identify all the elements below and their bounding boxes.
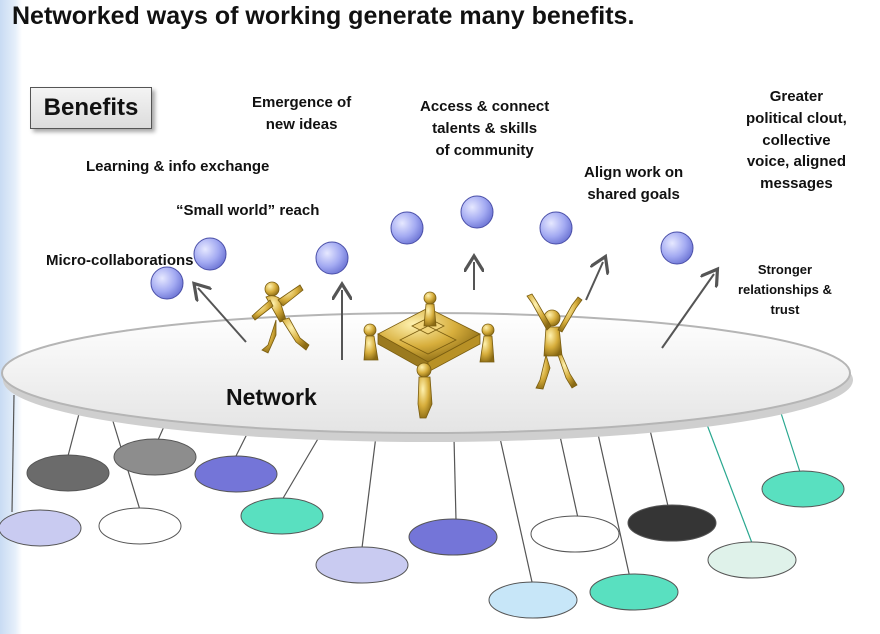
member-oval <box>315 546 409 584</box>
member-oval <box>26 454 110 492</box>
benefit-bubble <box>315 241 349 275</box>
member-oval <box>761 470 845 508</box>
label-political-clout: Greater political clout, collective voic… <box>746 88 847 192</box>
member-oval <box>589 573 679 611</box>
connector-line <box>597 433 631 579</box>
connector-line <box>559 435 579 519</box>
arrow <box>661 274 714 349</box>
side-gradient-strip <box>0 0 22 634</box>
label-align-work: Align work on shared goals <box>584 164 684 203</box>
member-oval <box>707 541 797 579</box>
label-stronger-relationships: Stronger relationships & trust <box>738 262 832 318</box>
label-access-talents: Access & connect talents & skills of com… <box>420 98 550 159</box>
gold-figures-puzzle-group <box>363 291 495 419</box>
arrow <box>585 262 603 301</box>
benefits-heading-box: Benefits <box>30 87 152 129</box>
benefit-bubble <box>539 211 573 245</box>
arrow <box>198 288 247 343</box>
benefit-bubble <box>460 195 494 229</box>
benefit-arrows <box>198 262 714 360</box>
label-learning-info-exchange: Learning & info exchange <box>86 158 270 175</box>
label-emergence-new-ideas: Emergence of new ideas <box>252 94 352 133</box>
benefit-bubble <box>390 211 424 245</box>
benefit-bubble <box>193 237 227 271</box>
connector-line <box>779 409 801 473</box>
benefits-heading: Benefits <box>43 94 139 121</box>
connector-line <box>11 394 15 513</box>
member-oval <box>98 507 182 545</box>
connector-line <box>67 409 81 457</box>
connector-line <box>499 437 533 583</box>
network-label: Network <box>226 384 317 410</box>
member-oval <box>488 581 578 619</box>
gold-figure-cheering <box>526 293 583 390</box>
member-oval <box>240 497 324 535</box>
connector-line <box>453 437 457 521</box>
member-connector-lines <box>11 394 801 583</box>
gold-figure-pointing <box>251 281 310 354</box>
slide-title: Networked ways of working generate many … <box>12 2 635 30</box>
benefit-bubble <box>660 231 694 265</box>
connector-line <box>361 435 377 549</box>
benefit-bubbles <box>150 195 694 300</box>
member-oval <box>530 515 620 553</box>
member-oval <box>113 438 197 476</box>
connector-line <box>281 431 323 501</box>
benefit-bubble <box>150 266 184 300</box>
label-micro-collaborations: Micro-collaborations <box>46 252 194 269</box>
member-oval <box>627 504 717 542</box>
member-oval <box>0 509 82 547</box>
member-oval <box>194 455 278 493</box>
label-small-world-reach: “Small world” reach <box>176 202 320 219</box>
network-members <box>0 438 845 619</box>
connector-line <box>649 429 669 507</box>
member-oval <box>408 518 498 556</box>
connector-line <box>705 421 753 544</box>
